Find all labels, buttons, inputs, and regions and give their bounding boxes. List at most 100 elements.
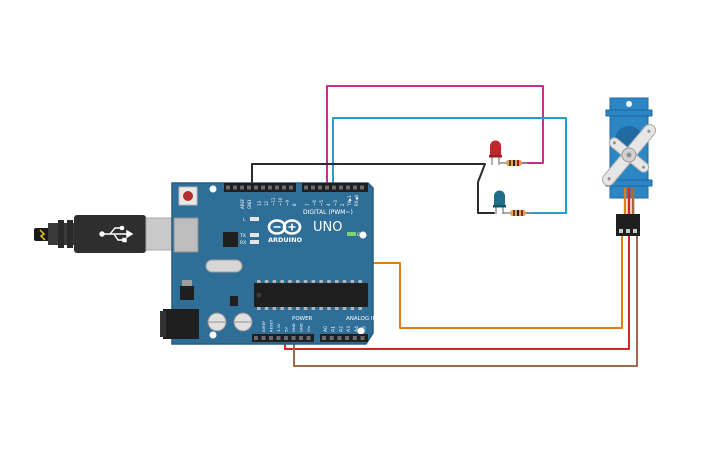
red-led[interactable] <box>489 140 502 166</box>
header-hole[interactable] <box>360 336 365 340</box>
chip-pin <box>264 280 269 283</box>
power-pin-label: IOREF <box>261 321 266 332</box>
header-hole[interactable] <box>282 185 286 190</box>
header-hole[interactable] <box>254 336 258 340</box>
wire-cyan[interactable] <box>332 117 567 214</box>
resistor-red[interactable] <box>500 160 528 166</box>
header-hole[interactable] <box>306 336 311 340</box>
chip-pin <box>342 307 347 310</box>
digital-pin-label: ~6 <box>312 200 317 206</box>
usb-chip <box>223 232 238 247</box>
digital-pin-label: 7 <box>305 203 310 206</box>
header-hole[interactable] <box>353 185 357 190</box>
digital-pin-label: ~11 <box>271 197 276 206</box>
small-ic <box>230 296 238 306</box>
l-label: L <box>243 217 246 223</box>
chip-pin <box>296 280 300 283</box>
header-hole[interactable] <box>269 336 273 340</box>
wire-black-gnd[interactable] <box>251 163 495 214</box>
blue-led[interactable] <box>493 190 506 215</box>
header-hole[interactable] <box>360 185 364 190</box>
wire-orange-signal[interactable] <box>339 187 623 329</box>
rx-label: RX <box>240 240 246 246</box>
chip-pin <box>272 307 277 310</box>
power-pin-label: 3.3V <box>276 323 281 332</box>
chip-pin <box>288 280 292 283</box>
chip-pin <box>319 280 323 283</box>
chip-pin <box>311 280 316 283</box>
analog-pin-label: A3 <box>346 326 352 332</box>
header-hole[interactable] <box>304 185 308 190</box>
digital-pin-label: 12 <box>264 200 269 206</box>
header-hole[interactable] <box>311 185 315 190</box>
header-hole[interactable] <box>289 185 293 190</box>
header-hole[interactable] <box>339 185 343 190</box>
usb-cable <box>34 215 195 253</box>
resistor-blue[interactable] <box>503 210 532 216</box>
header-hole[interactable] <box>261 336 266 340</box>
digital-pin-label: RX◀0 <box>354 194 359 206</box>
usb-port <box>173 217 199 253</box>
usb-icon <box>99 225 134 243</box>
wire-magenta[interactable] <box>326 85 544 189</box>
chip-pin <box>303 307 308 310</box>
servo-horn[interactable] <box>586 110 672 199</box>
power-header[interactable] <box>252 334 314 342</box>
header-hole[interactable] <box>332 185 336 190</box>
chip-pin <box>303 280 308 283</box>
header-hole[interactable] <box>261 185 265 190</box>
header-hole[interactable] <box>329 336 334 340</box>
chip-pin <box>264 307 269 310</box>
header-hole[interactable] <box>325 185 329 190</box>
power-jack-icon <box>160 309 199 339</box>
header-hole[interactable] <box>345 336 350 340</box>
header-hole[interactable] <box>352 336 357 340</box>
digital-pin-label: 4 <box>326 203 331 206</box>
header-hole[interactable] <box>318 185 322 190</box>
header-hole[interactable] <box>276 336 281 340</box>
analog-header[interactable] <box>320 334 368 342</box>
wire-brown-gnd[interactable] <box>293 233 638 367</box>
power-pin-label: 5V <box>284 327 289 332</box>
digital-header[interactable] <box>224 183 368 192</box>
power-pin-label: GND <box>299 323 304 332</box>
chip-pin <box>327 307 331 310</box>
header-hole[interactable] <box>284 336 288 340</box>
digital-pin-label: TX▶1 <box>347 195 352 207</box>
digital-pin-label: 2 <box>340 203 345 206</box>
gnd-label: GND <box>247 200 252 209</box>
header-hole[interactable] <box>337 336 342 340</box>
header-hole[interactable] <box>291 336 296 340</box>
chip-pin <box>280 280 284 283</box>
header-hole[interactable] <box>346 185 350 190</box>
chip-pin <box>272 280 277 283</box>
chip-pin <box>327 280 331 283</box>
header-hole[interactable] <box>268 185 272 190</box>
analog-pin-label: A5 <box>362 326 368 332</box>
status-leds <box>250 217 259 244</box>
header-hole[interactable] <box>322 336 326 340</box>
chip-pin <box>311 307 316 310</box>
mounting-hole <box>209 185 217 193</box>
header-hole[interactable] <box>240 185 244 190</box>
reset-button[interactable] <box>178 186 198 206</box>
chip-pin <box>350 307 355 310</box>
header-hole[interactable] <box>233 185 237 190</box>
analog-label: ANALOG IN <box>346 316 377 322</box>
analog-pin-label: A2 <box>338 326 344 332</box>
header-hole[interactable] <box>275 185 279 190</box>
header-hole[interactable] <box>254 185 258 190</box>
chip-pin <box>319 307 323 310</box>
header-hole[interactable] <box>299 336 303 340</box>
servo-motor[interactable] <box>586 97 672 236</box>
header-hole[interactable] <box>226 185 230 190</box>
digital-pin-label: ~5 <box>319 200 324 206</box>
mounting-hole <box>209 331 217 339</box>
logo-symbols <box>273 223 296 231</box>
digital-pin-label: ~10 <box>278 197 283 206</box>
header-hole[interactable] <box>247 185 251 190</box>
mounting-hole <box>359 231 367 239</box>
